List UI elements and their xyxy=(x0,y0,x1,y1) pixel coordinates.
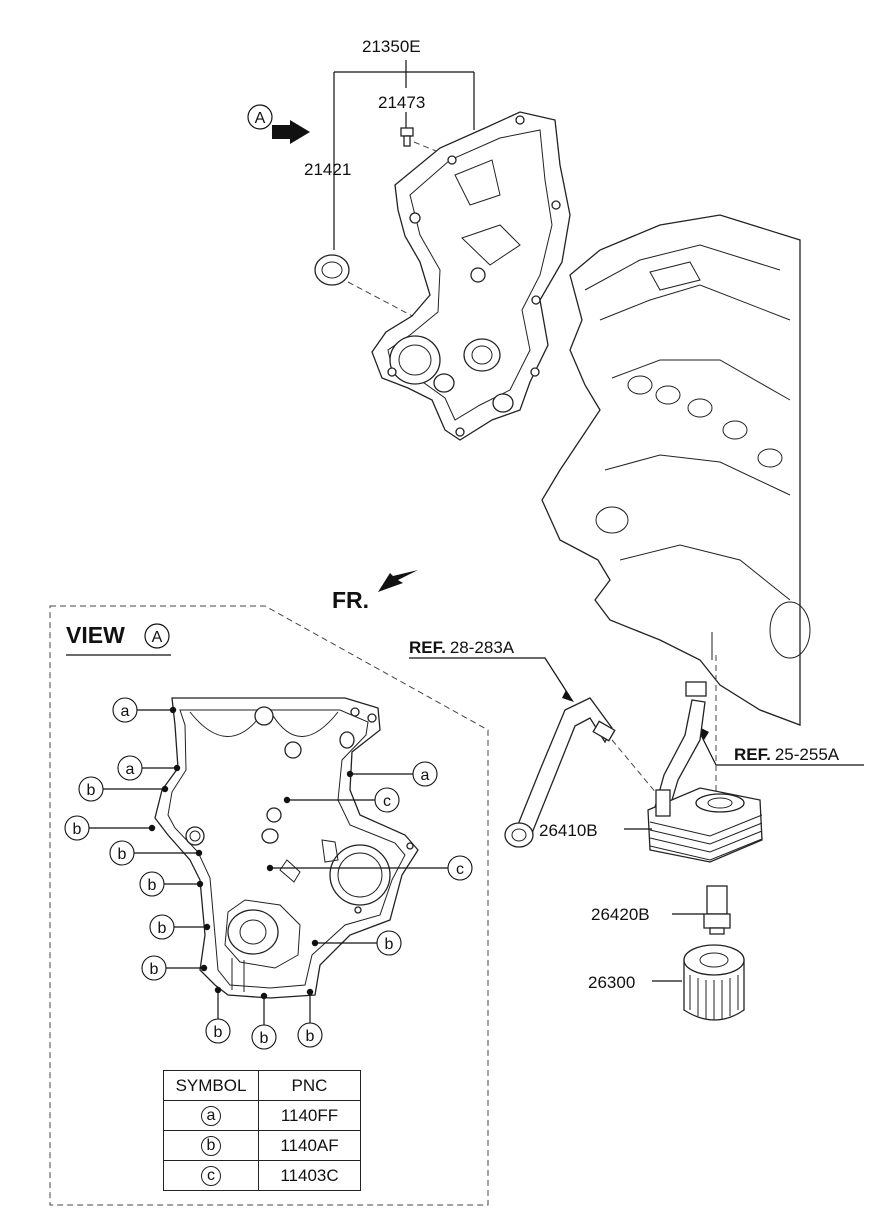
oil-pipe-left xyxy=(504,697,616,848)
callout-b-group: b b b b b b b b b xyxy=(64,776,402,1050)
oil-pressure-switch-part xyxy=(703,885,731,935)
callout-b: b xyxy=(150,961,159,978)
callout-b: b xyxy=(306,1028,315,1045)
table-row: a 1140FF xyxy=(163,1100,361,1131)
callout-b: b xyxy=(260,1030,269,1047)
oil-cooler-part xyxy=(647,787,763,863)
view-a-letter: A xyxy=(152,629,163,646)
engine-block xyxy=(541,214,811,726)
part-label-oil-seal[interactable]: 21421 xyxy=(304,160,351,179)
oil-filter-part xyxy=(683,944,745,1021)
table-header-pnc: PNC xyxy=(258,1070,361,1101)
pnc-value[interactable]: 1140AF xyxy=(258,1130,361,1161)
view-a-title: VIEW xyxy=(66,622,125,648)
reference-prefix: REF. xyxy=(734,745,771,764)
callout-a: a xyxy=(121,703,130,720)
timing-cover-group: 21350E 21473 21421 xyxy=(247,37,571,441)
symbol-circle: a xyxy=(201,1106,221,1126)
table-row: b 1140AF xyxy=(163,1130,361,1161)
callout-c: c xyxy=(383,793,391,810)
pnc-value[interactable]: 11403C xyxy=(258,1160,361,1191)
view-a-marker: A xyxy=(247,104,310,144)
front-arrow-icon xyxy=(378,570,418,592)
table-header-symbol: SYMBOL xyxy=(163,1070,259,1101)
callout-a: a xyxy=(126,761,135,778)
symbol-circle: c xyxy=(201,1166,221,1186)
view-a-box: VIEW A xyxy=(49,605,489,1206)
front-label: FR. xyxy=(332,587,369,613)
front-indicator: FR. xyxy=(332,570,418,613)
callout-b: b xyxy=(73,821,82,838)
callout-c: c xyxy=(456,861,464,878)
timing-cover-part xyxy=(371,111,571,441)
oil-seal-part xyxy=(314,254,350,286)
callout-b: b xyxy=(148,877,157,894)
part-label-oil-filter[interactable]: 26300 xyxy=(588,973,635,992)
part-label-bolt[interactable]: 21473 xyxy=(378,93,425,112)
callout-b: b xyxy=(158,920,167,937)
reference-code: 28-283A xyxy=(450,638,515,657)
arrow-head-icon xyxy=(562,690,574,702)
table-header-row: SYMBOL PNC xyxy=(163,1070,361,1101)
timing-cover-rear-view xyxy=(154,697,419,999)
reference-code: 25-255A xyxy=(775,745,840,764)
callout-b: b xyxy=(118,846,127,863)
symbol-circle: b xyxy=(201,1136,221,1156)
part-label-oil-pressure-switch[interactable]: 26420B xyxy=(591,905,650,924)
part-label-timing-cover[interactable]: 21350E xyxy=(362,37,421,56)
pnc-value[interactable]: 1140FF xyxy=(258,1100,361,1131)
reference-label-25-255a[interactable]: REF.25-255A xyxy=(734,745,840,764)
oil-system-group: REF.28-283A REF.25-255A xyxy=(409,638,864,1021)
view-a-arrow-icon xyxy=(272,120,310,144)
symbol-pnc-table: SYMBOL PNC a 1140FF b 1140AF c 11403C xyxy=(163,1070,361,1191)
part-label-oil-cooler[interactable]: 26410B xyxy=(539,821,598,840)
callout-b: b xyxy=(385,936,394,953)
reference-prefix: REF. xyxy=(409,638,446,657)
table-row: c 11403C xyxy=(163,1160,361,1191)
callout-b: b xyxy=(214,1024,223,1041)
bolt-part xyxy=(400,127,414,147)
view-a-marker-letter: A xyxy=(255,110,266,127)
callout-a-group: a a a xyxy=(112,697,438,787)
reference-label-28-283a[interactable]: REF.28-283A xyxy=(409,638,515,657)
callout-a: a xyxy=(421,767,430,784)
callout-c-group: c c xyxy=(266,787,473,881)
callout-b: b xyxy=(87,782,96,799)
